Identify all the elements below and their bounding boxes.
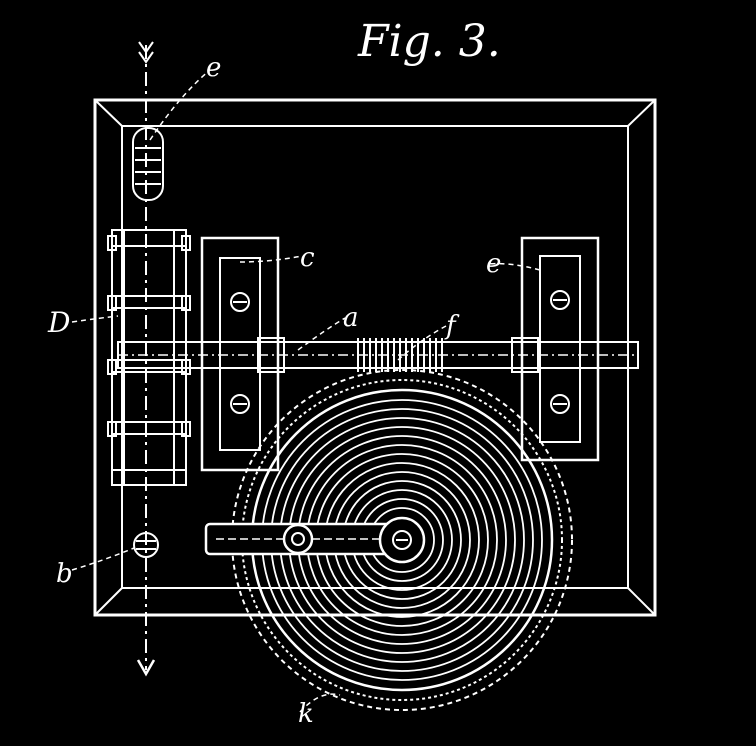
label-a: a	[343, 303, 359, 333]
top-screw	[132, 127, 164, 201]
figure-title: Fig. 3.	[357, 16, 501, 67]
label-d: D	[47, 306, 70, 339]
label-b: b	[56, 559, 73, 589]
label-e-right: e	[486, 249, 501, 279]
label-e-top: e	[206, 53, 221, 83]
disc-hub	[204, 516, 426, 564]
base-plate	[93, 98, 657, 617]
label-k: k	[298, 699, 314, 729]
shaft-a	[117, 337, 639, 373]
chain-d	[107, 229, 191, 486]
arrow-down-icon	[136, 659, 156, 677]
worm-f	[357, 338, 443, 372]
arrow-down-icon	[138, 41, 154, 64]
bottom-screw	[133, 532, 159, 558]
bearing-block-left	[200, 236, 280, 472]
bearing-block-right	[520, 236, 600, 462]
leader-lines	[71, 69, 541, 713]
label-c: c	[300, 243, 315, 273]
vertical-axis	[136, 41, 156, 677]
